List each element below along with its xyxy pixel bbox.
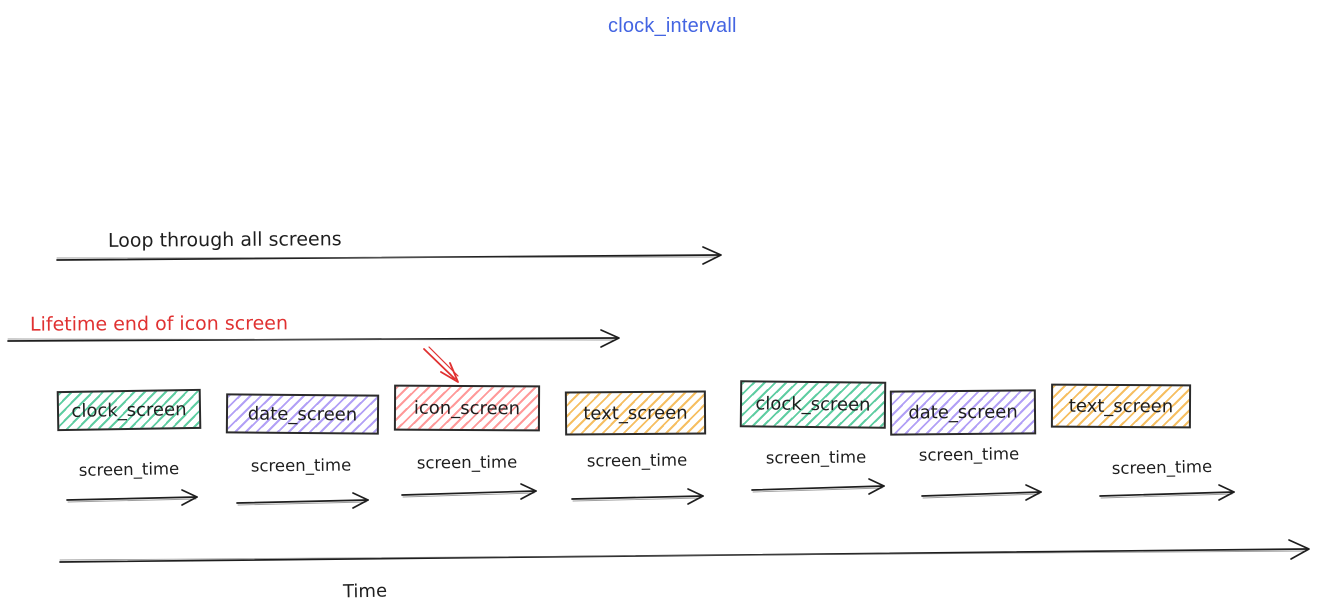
screen-box-date-2: date_screen <box>889 389 1037 436</box>
loop-arrow-label: Loop through all screens <box>107 228 342 252</box>
screen-box-label: clock_screen <box>755 393 871 416</box>
screen-box-icon: icon_screen <box>393 384 541 432</box>
screen-time-label-4: screen_time <box>586 450 688 471</box>
screen-time-arrow-2 <box>236 492 369 509</box>
screen-time-arrow-5 <box>751 478 885 495</box>
screen-time-arrow-3 <box>401 483 537 500</box>
screen-time-label-2: screen_time <box>250 455 352 476</box>
diagram-title: clock_intervall <box>608 15 737 37</box>
screen-time-label-1: screen_time <box>78 459 180 480</box>
screen-box-clock-1: clock_screen <box>56 388 202 432</box>
screen-time-label-7: screen_time <box>1111 456 1213 479</box>
screen-box-clock-2: clock_screen <box>739 380 887 429</box>
screen-time-arrow-6 <box>921 484 1042 501</box>
screen-box-label: text_screen <box>583 402 688 424</box>
time-axis-arrow <box>59 539 1310 563</box>
lifetime-arrow-label: Lifetime end of icon screen <box>29 312 289 336</box>
screen-time-arrow-1 <box>66 489 198 506</box>
icon-screen-pointer-arrow <box>423 346 459 383</box>
screen-box-label: date_screen <box>908 401 1018 424</box>
screen-time-arrow-7 <box>1099 484 1235 501</box>
screen-box-label: date_screen <box>247 403 358 425</box>
screen-box-label: text_screen <box>1068 395 1174 417</box>
screen-box-label: clock_screen <box>71 398 187 422</box>
screen-box-date-1: date_screen <box>225 393 380 435</box>
time-axis-label: Time <box>342 580 388 603</box>
screen-box-label: icon_screen <box>413 397 521 419</box>
screen-time-label-5: screen_time <box>765 447 867 468</box>
screen-time-label-3: screen_time <box>416 452 518 473</box>
screen-box-text-2: text_screen <box>1050 383 1192 429</box>
screen-time-label-6: screen_time <box>918 444 1020 465</box>
screen-box-text-1: text_screen <box>564 390 707 436</box>
screen-time-arrow-4 <box>571 488 704 505</box>
